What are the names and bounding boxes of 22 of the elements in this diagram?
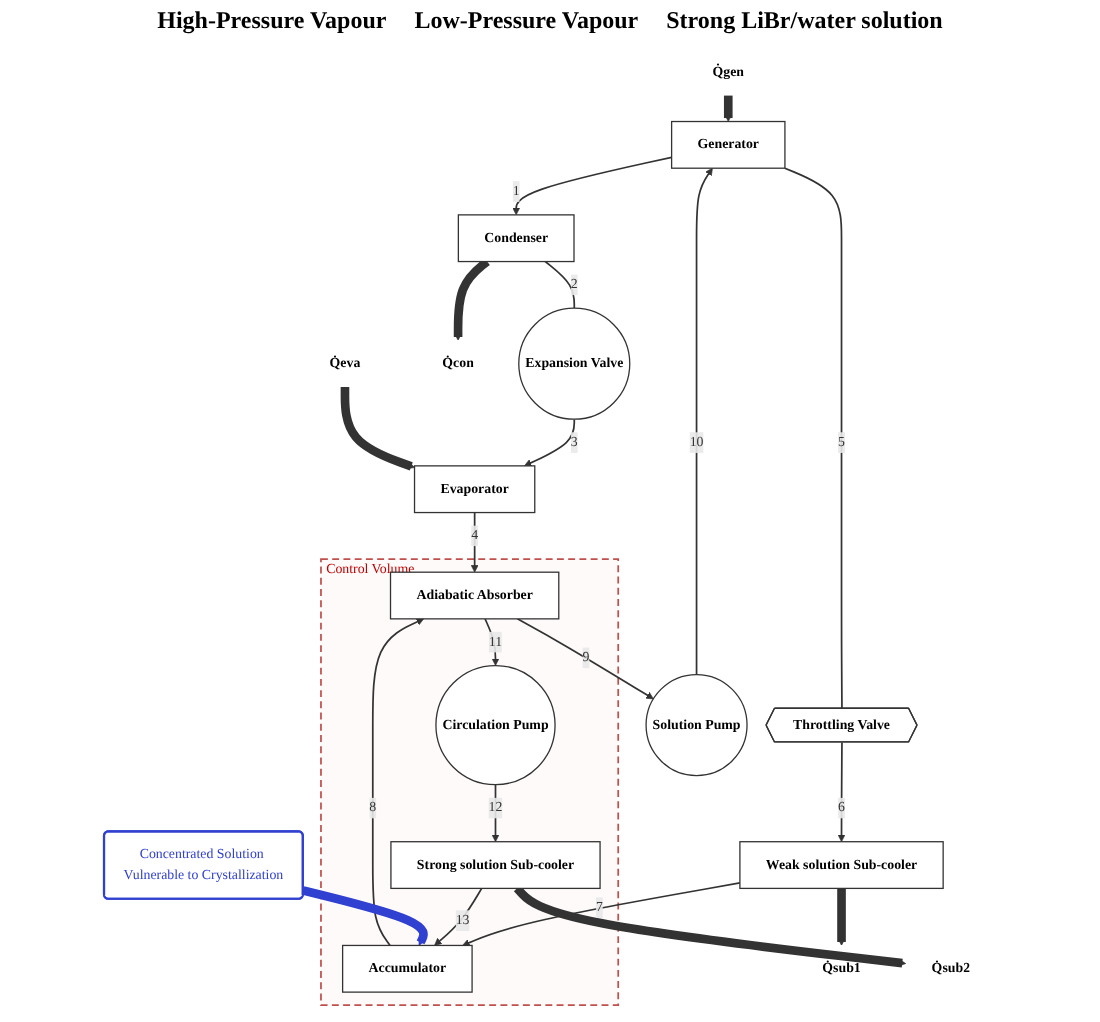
arrow <box>695 167 713 676</box>
arrow <box>723 93 733 122</box>
stream-label: High-Pressure Vapour <box>157 6 387 36</box>
arrow <box>470 511 479 573</box>
connector <box>544 260 576 310</box>
connector <box>784 167 843 710</box>
arrow <box>491 783 500 843</box>
stream-label: Low-Pressure Vapour <box>414 6 639 36</box>
arrow <box>516 618 654 700</box>
arrow <box>512 156 673 216</box>
arrow <box>513 885 907 968</box>
arrow <box>302 886 428 946</box>
arrow <box>371 618 425 947</box>
arrow <box>837 741 846 843</box>
arrow <box>462 882 741 947</box>
arrow <box>837 888 846 946</box>
arrow <box>524 418 576 467</box>
arrow <box>453 258 490 341</box>
arrow <box>340 387 415 471</box>
arrow <box>434 887 483 946</box>
arrow <box>484 618 500 666</box>
stream-label: Strong LiBr/water solution <box>666 6 943 36</box>
